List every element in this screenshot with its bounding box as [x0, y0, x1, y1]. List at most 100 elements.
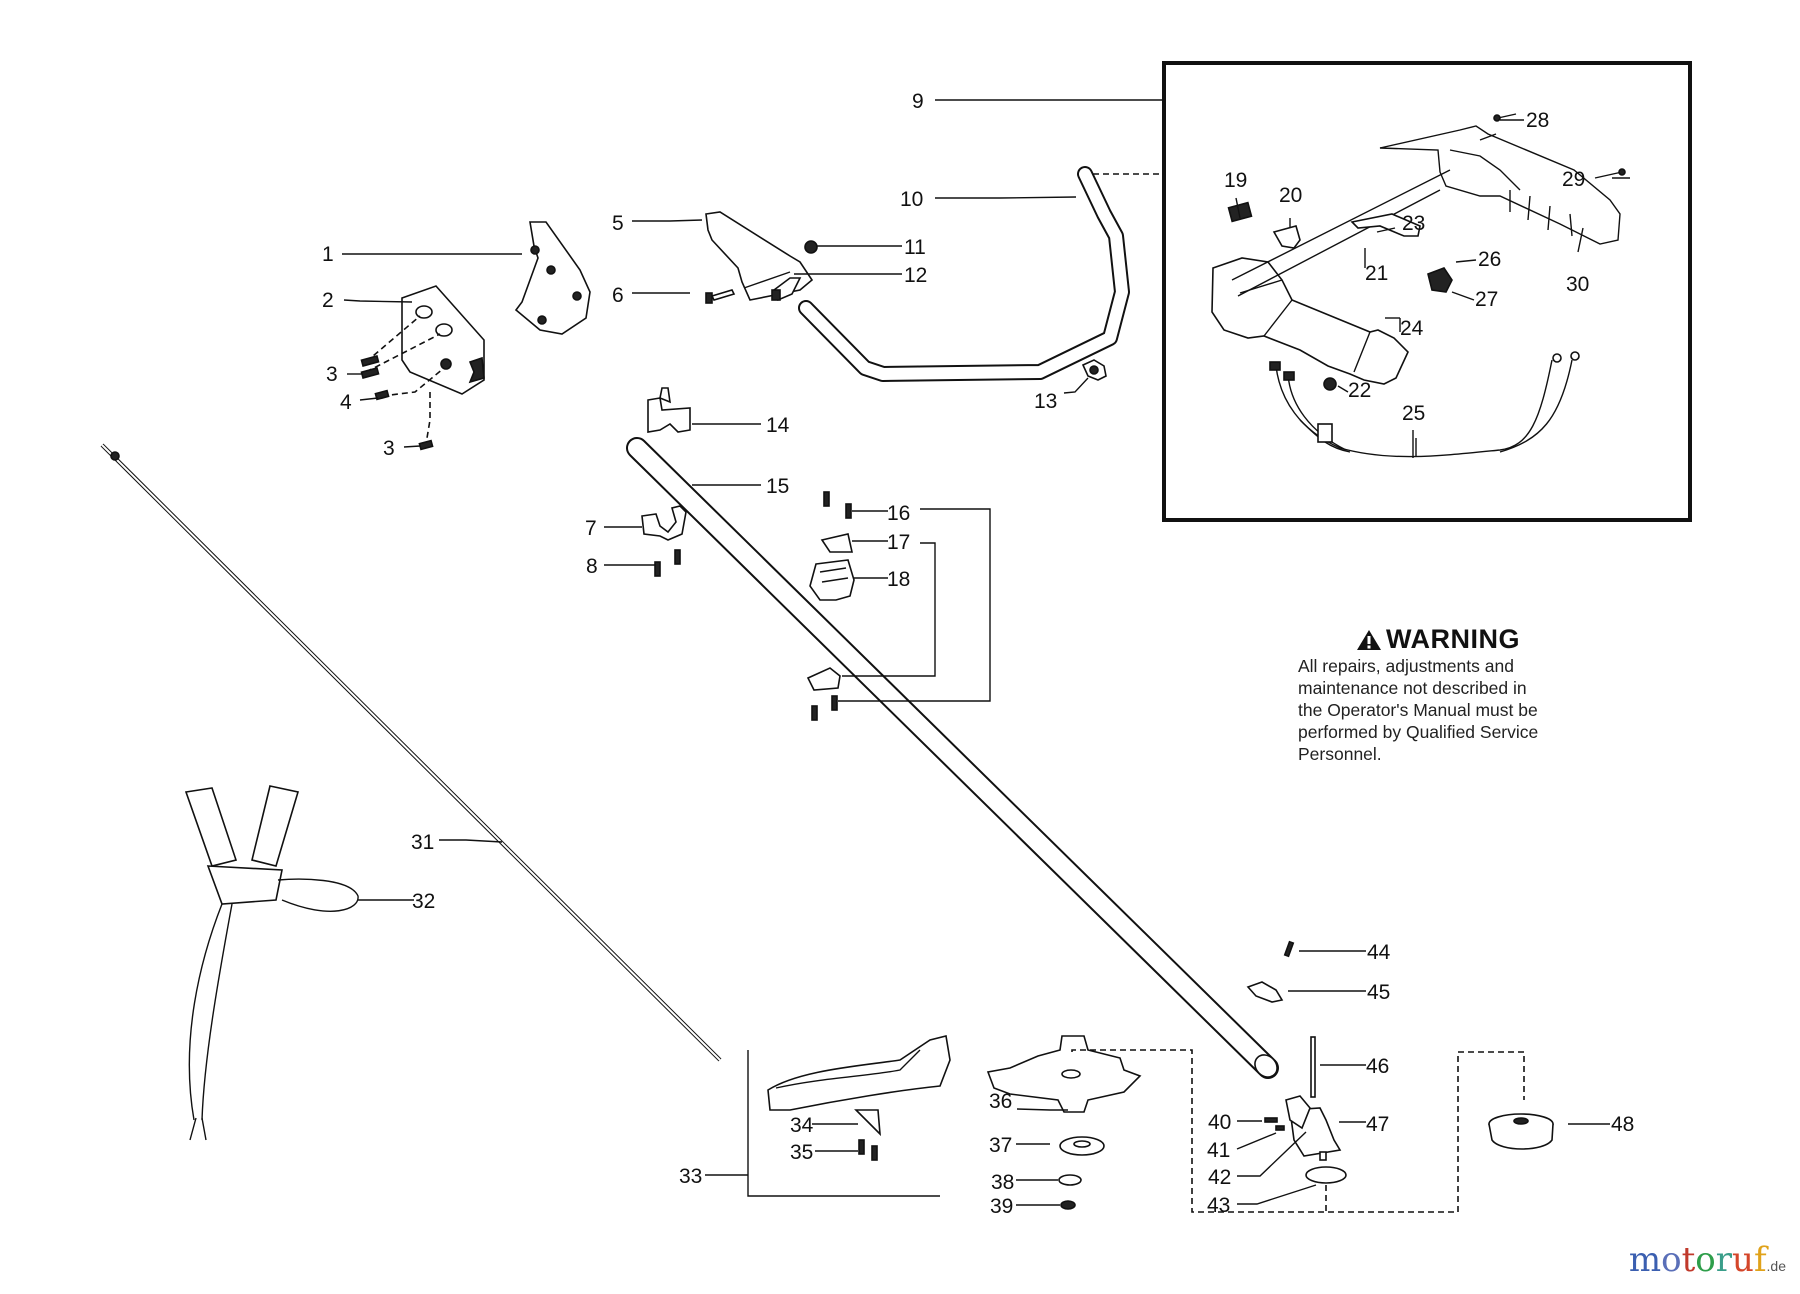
- inset-leader-lines: [1235, 119, 1630, 393]
- callout-16: 16: [887, 502, 910, 525]
- callout-47: 47: [1366, 1113, 1389, 1136]
- callout-2: 2: [322, 289, 334, 312]
- warning-title: WARNING: [1278, 624, 1598, 655]
- bolts-8-part: [654, 549, 681, 577]
- callout-6: 6: [612, 284, 624, 307]
- warning-notice: WARNING All repairs, adjustments and mai…: [1298, 624, 1598, 765]
- callout-44: 44: [1367, 941, 1391, 964]
- screws-16-part: [811, 491, 852, 721]
- callout-11: 11: [904, 236, 926, 259]
- callout-29: 29: [1562, 168, 1585, 191]
- callout-38: 38: [991, 1171, 1014, 1194]
- callout-43: 43: [1207, 1194, 1230, 1217]
- callout-4: 4: [340, 391, 352, 414]
- callout-21: 21: [1365, 262, 1388, 285]
- callout-39: 39: [990, 1195, 1013, 1218]
- clamp-14-part: [647, 387, 691, 433]
- callout-28: 28: [1526, 109, 1549, 132]
- callout-3b: 3: [383, 437, 395, 460]
- callout-22: 22: [1348, 379, 1371, 402]
- wiring-harness-part: [1269, 351, 1580, 458]
- clamp-17-part: [806, 533, 853, 691]
- watermark-letter: m: [1628, 1240, 1662, 1280]
- callout-15: 15: [766, 475, 789, 498]
- nut-39-part: [1060, 1200, 1076, 1210]
- watermark-letter: f: [1753, 1240, 1767, 1280]
- callout-37: 37: [989, 1134, 1012, 1157]
- harness-part: [184, 785, 359, 1141]
- handle-assembly-inset-frame: [1162, 61, 1692, 522]
- callout-31: 31: [411, 831, 434, 854]
- warning-triangle-icon: [1357, 629, 1381, 650]
- throttle-handle-part: [1211, 125, 1621, 385]
- callout-27: 27: [1475, 288, 1498, 311]
- leader-lines: [342, 99, 1610, 1206]
- bolt-44-part: [1283, 940, 1295, 958]
- warning-body-text: All repairs, adjustments and maintenance…: [1298, 656, 1539, 764]
- callout-12: 12: [904, 264, 927, 287]
- callout-26: 26: [1478, 248, 1501, 271]
- shaft-46-part: [1310, 1036, 1316, 1098]
- cover-screws: [360, 315, 445, 451]
- callout-42: 42: [1208, 1166, 1231, 1189]
- callout-19: 19: [1224, 169, 1247, 192]
- callout-32: 32: [412, 890, 435, 913]
- callout-30: 30: [1566, 273, 1589, 296]
- handlebar-part: [798, 166, 1130, 382]
- washer-43-part: [1305, 1166, 1347, 1184]
- callout-20: 20: [1279, 184, 1302, 207]
- guard-part: [767, 1035, 951, 1111]
- screws-35-part: [858, 1139, 878, 1161]
- callout-36: 36: [989, 1090, 1012, 1113]
- watermark-suffix: .de: [1766, 1258, 1786, 1274]
- trimmer-head-48-part: [1488, 1113, 1554, 1150]
- callout-9: 9: [912, 90, 924, 113]
- callout-10: 10: [900, 188, 923, 211]
- callout-34: 34: [790, 1114, 814, 1137]
- washer-38-part: [1058, 1174, 1082, 1186]
- callout-41: 41: [1207, 1139, 1230, 1162]
- callout-46: 46: [1366, 1055, 1389, 1078]
- callout-3a: 3: [326, 363, 338, 386]
- warning-title-text: WARNING: [1386, 624, 1520, 654]
- drive-shaft-part: [100, 443, 722, 1062]
- callout-labels: 1 2 3 4 3 5 6 7 8 9 10 11 12 13 14 15 16…: [322, 90, 1634, 1218]
- callout-17: 17: [887, 531, 910, 554]
- watermark-letter: o: [1695, 1240, 1716, 1280]
- bracket-34-part: [854, 1109, 881, 1137]
- watermark-letter: r: [1715, 1240, 1733, 1280]
- callout-24: 24: [1400, 317, 1424, 340]
- inset-part-small-items: [1227, 113, 1626, 391]
- watermark-letter: o: [1661, 1240, 1682, 1280]
- guard-group-bracket: [747, 1050, 940, 1197]
- clamp-45-part: [1246, 981, 1284, 1003]
- watermark-letter: u: [1732, 1240, 1754, 1280]
- callout-25: 25: [1402, 402, 1425, 425]
- callout-40: 40: [1208, 1111, 1231, 1134]
- gear-head-47-part: [1285, 1095, 1342, 1161]
- clamp-part: [771, 277, 802, 302]
- watermark-letter: t: [1681, 1240, 1696, 1280]
- callout-45: 45: [1367, 981, 1390, 1004]
- callout-48: 48: [1611, 1113, 1634, 1136]
- callout-18: 18: [887, 568, 910, 591]
- callout-7: 7: [585, 517, 597, 540]
- watermark-logo: motoruf.de: [1629, 1240, 1786, 1280]
- blade-part: [986, 1035, 1142, 1113]
- cover-1-part: [514, 221, 591, 335]
- callout-13: 13: [1034, 390, 1057, 413]
- switch-block-18-part: [809, 559, 855, 601]
- callout-8: 8: [586, 555, 598, 578]
- clamp-7-part: [641, 505, 687, 541]
- callout-1: 1: [322, 243, 334, 266]
- bolt-part: [705, 289, 736, 304]
- washer-37-part: [1059, 1136, 1105, 1156]
- cover-2-part: [401, 285, 485, 395]
- callout-14: 14: [766, 414, 790, 437]
- nut-part: [804, 240, 818, 254]
- shaft-tube-part: [626, 437, 1279, 1079]
- callout-5: 5: [612, 212, 624, 235]
- blade-dashed-leader: [1071, 1049, 1525, 1213]
- screws-40-41-part: [1264, 1117, 1285, 1131]
